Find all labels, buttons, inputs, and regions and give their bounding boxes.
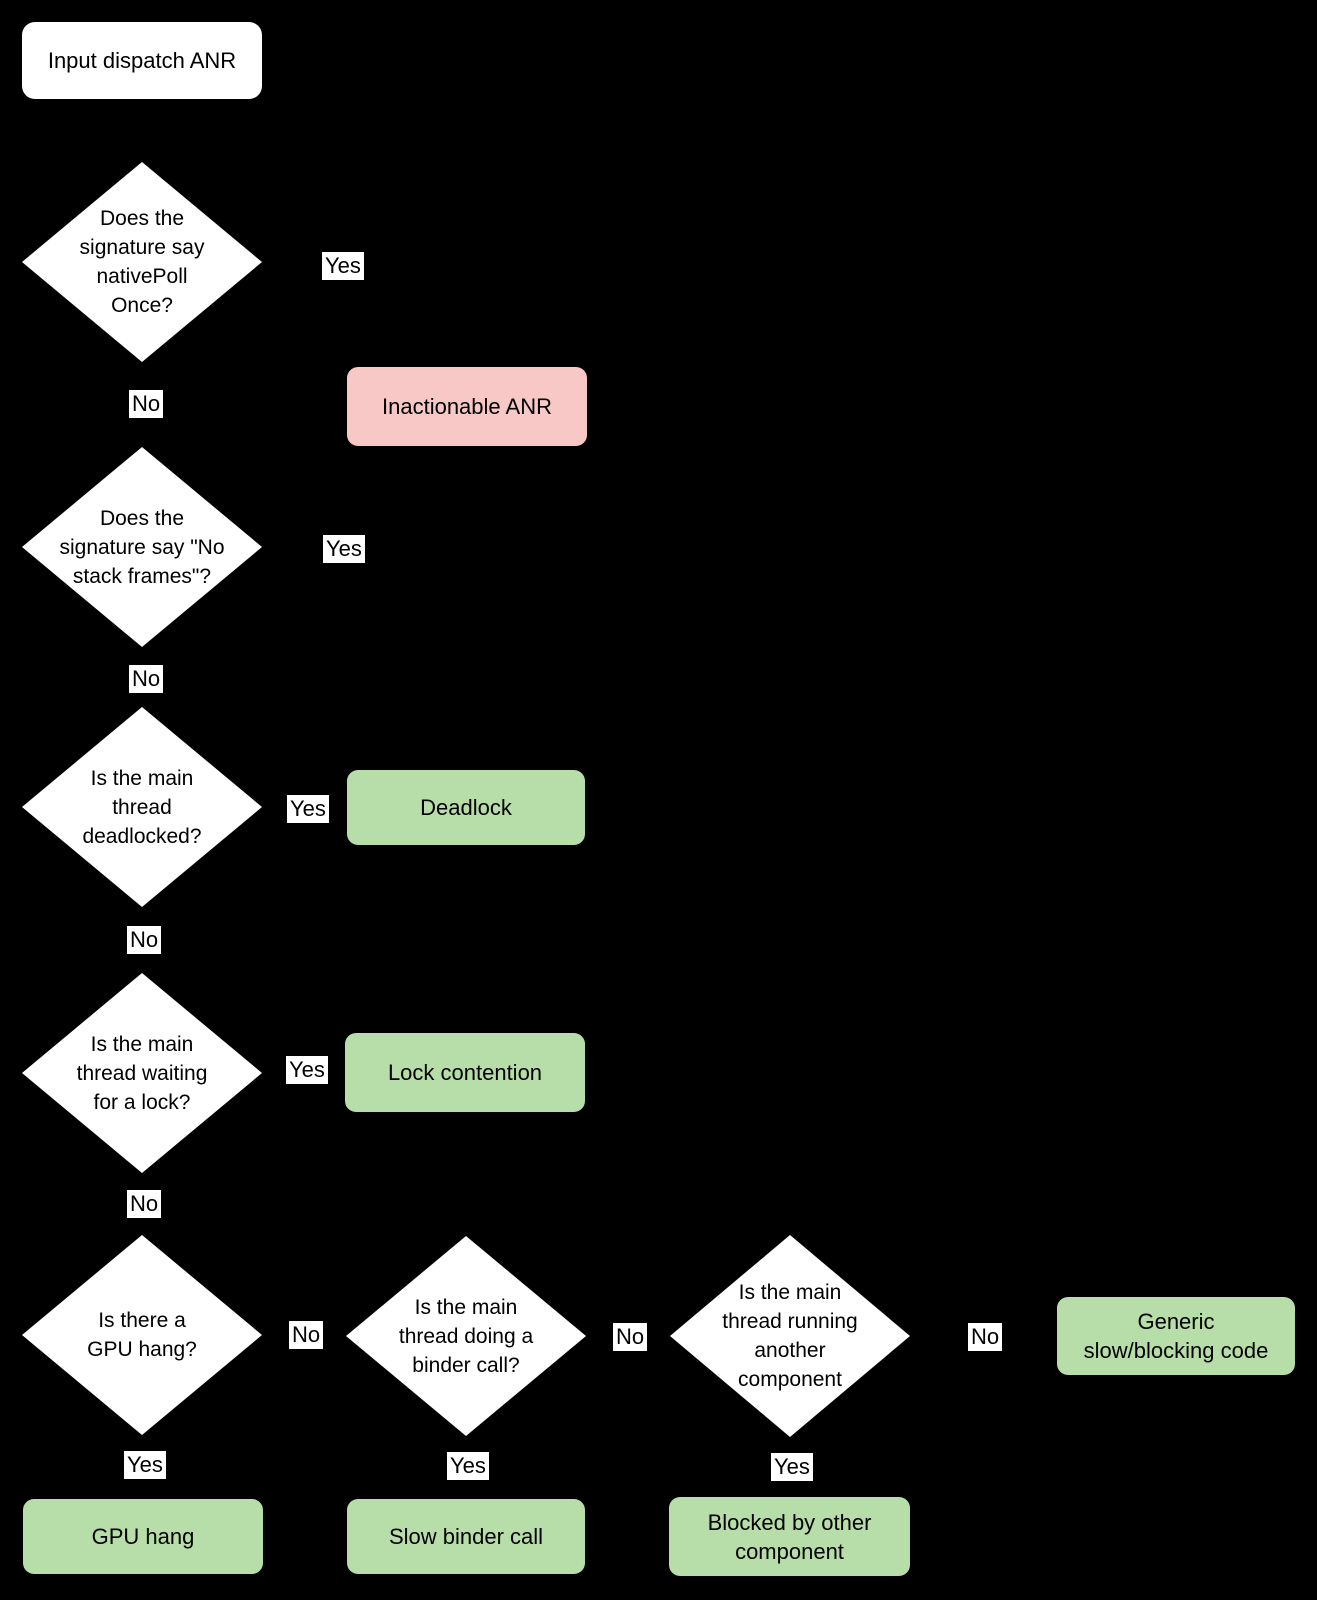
terminal-blocked-by-other-component: Blocked by other component	[669, 1497, 910, 1576]
edge-label-no: No	[127, 926, 162, 954]
edge-label-no: No	[613, 1323, 648, 1351]
terminal-slow-binder-call: Slow binder call	[347, 1499, 585, 1574]
terminal-generic-slow-blocking-code: Generic slow/blocking code	[1057, 1297, 1295, 1375]
edge-label-yes: Yes	[447, 1452, 489, 1480]
terminal-deadlock: Deadlock	[347, 770, 585, 845]
edge-label-no: No	[129, 665, 164, 693]
edge-label-no: No	[127, 1190, 162, 1218]
start-node-input-dispatch-anr: Input dispatch ANR	[22, 22, 262, 99]
terminal-lock-contention: Lock contention	[345, 1033, 585, 1112]
edge-label-yes: Yes	[287, 795, 329, 823]
edge-label-yes: Yes	[323, 535, 365, 563]
edge-label-no: No	[968, 1323, 1003, 1351]
edge-label-yes: Yes	[771, 1453, 813, 1481]
edge-label-yes: Yes	[322, 252, 364, 280]
edge-label-no: No	[289, 1321, 324, 1349]
edge-label-yes: Yes	[124, 1451, 166, 1479]
edge-label-no: No	[129, 390, 164, 418]
decision-signature-nativepollonce: Does the signature say nativePoll Once?	[22, 162, 262, 362]
terminal-gpu-hang: GPU hang	[23, 1499, 263, 1574]
edge-label-yes: Yes	[286, 1056, 328, 1084]
terminal-inactionable-anr: Inactionable ANR	[347, 367, 587, 446]
